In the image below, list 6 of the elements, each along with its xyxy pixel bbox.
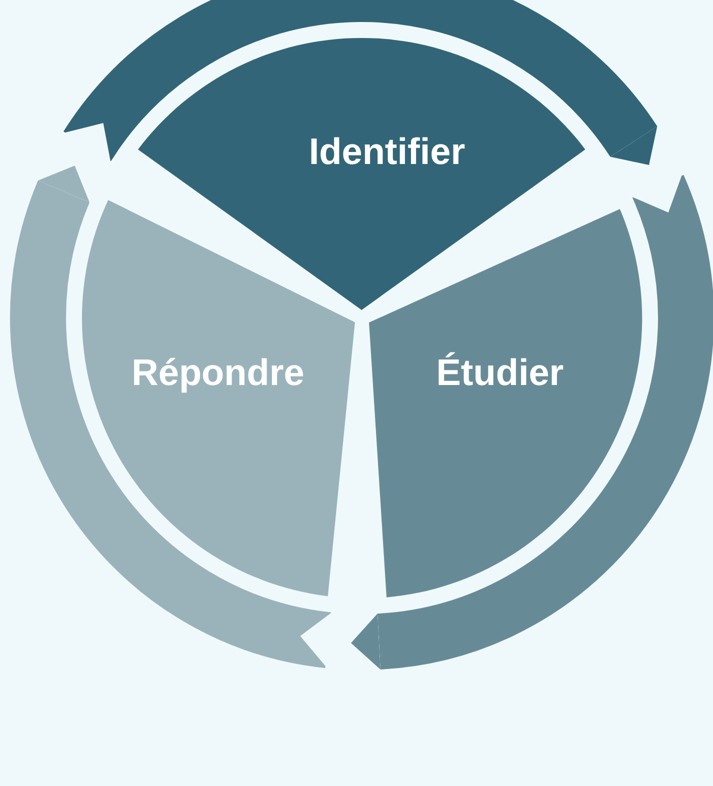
stage-label: Étudier — [436, 352, 564, 394]
stage-label: Identifier — [308, 130, 466, 173]
sector-segment — [368, 208, 642, 597]
sector-segment — [138, 38, 586, 310]
stage-label: Répondre — [132, 352, 304, 394]
sector-segment — [82, 200, 355, 596]
